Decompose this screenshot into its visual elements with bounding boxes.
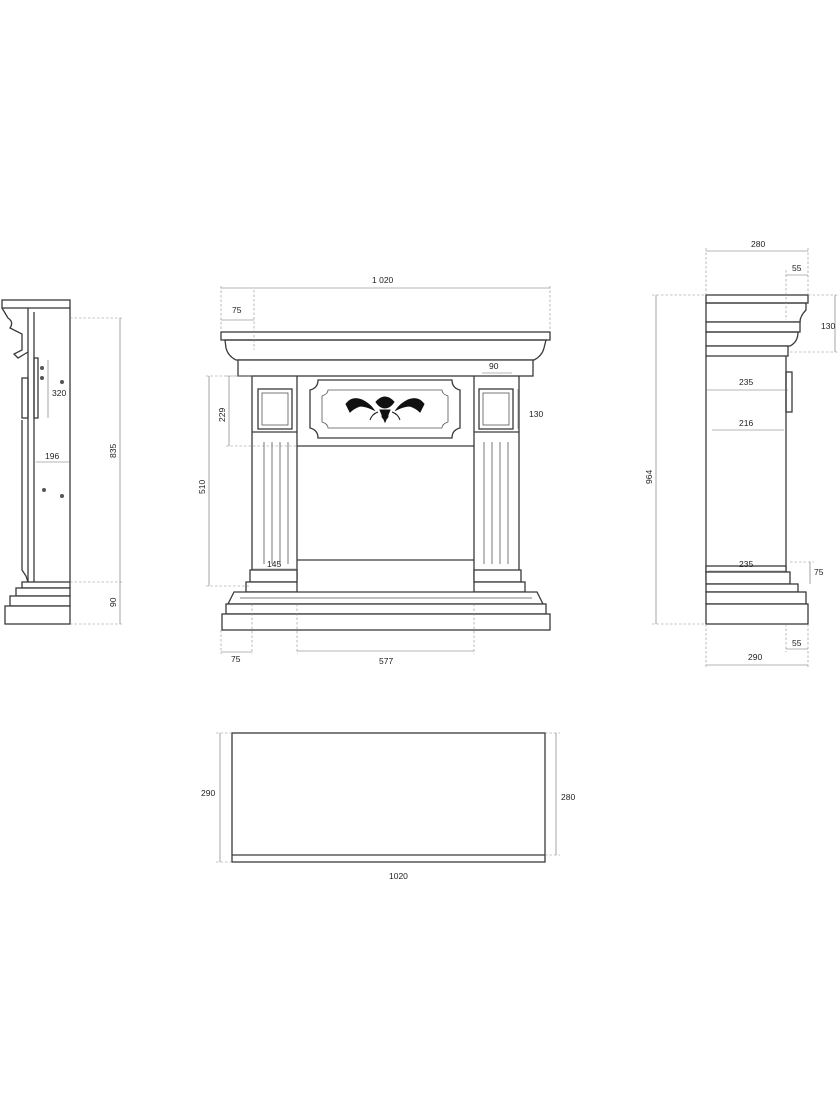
right-inner-depth-label: 216 [739,418,753,428]
front-view [206,286,551,654]
right-base-depth-label: 290 [748,652,762,662]
right-base-overhang-label: 55 [792,638,802,648]
front-overall-width-label: 1 020 [372,275,394,285]
front-leg-width-label: 145 [267,559,281,569]
left-inner-depth-label: 196 [45,451,59,461]
left-side-view [1,299,122,625]
front-upper-frieze-height-label: 229 [217,408,227,422]
right-lower-depth-label: 235 [739,559,753,569]
right-base-height-label: 75 [814,567,824,577]
top-width-label: 1020 [389,871,408,881]
top-depth-left-label: 290 [201,788,215,798]
left-bracket-height-label: 320 [52,388,66,398]
front-leg-panel-width-label: 90 [489,361,499,371]
right-top-overhang-label: 55 [792,263,802,273]
left-overall-height-label: 835 [108,444,118,458]
top-depth-right-label: 280 [561,792,575,802]
scroll-ornament-icon [345,396,425,424]
top-view [216,732,560,863]
right-cornice-height-label: 130 [821,321,835,331]
front-cornice-offset-label: 75 [232,305,242,315]
right-upper-depth-label: 235 [739,377,753,387]
front-opening-width-label: 577 [379,656,393,666]
front-opening-height-label: 510 [197,480,207,494]
front-plinth-offset-label: 75 [231,654,241,664]
right-side-view [652,248,838,668]
right-overall-height-label: 964 [644,470,654,484]
front-panel-height-label: 130 [529,409,543,419]
right-top-depth-label: 280 [751,239,765,249]
left-plinth-height-label: 90 [108,597,118,607]
